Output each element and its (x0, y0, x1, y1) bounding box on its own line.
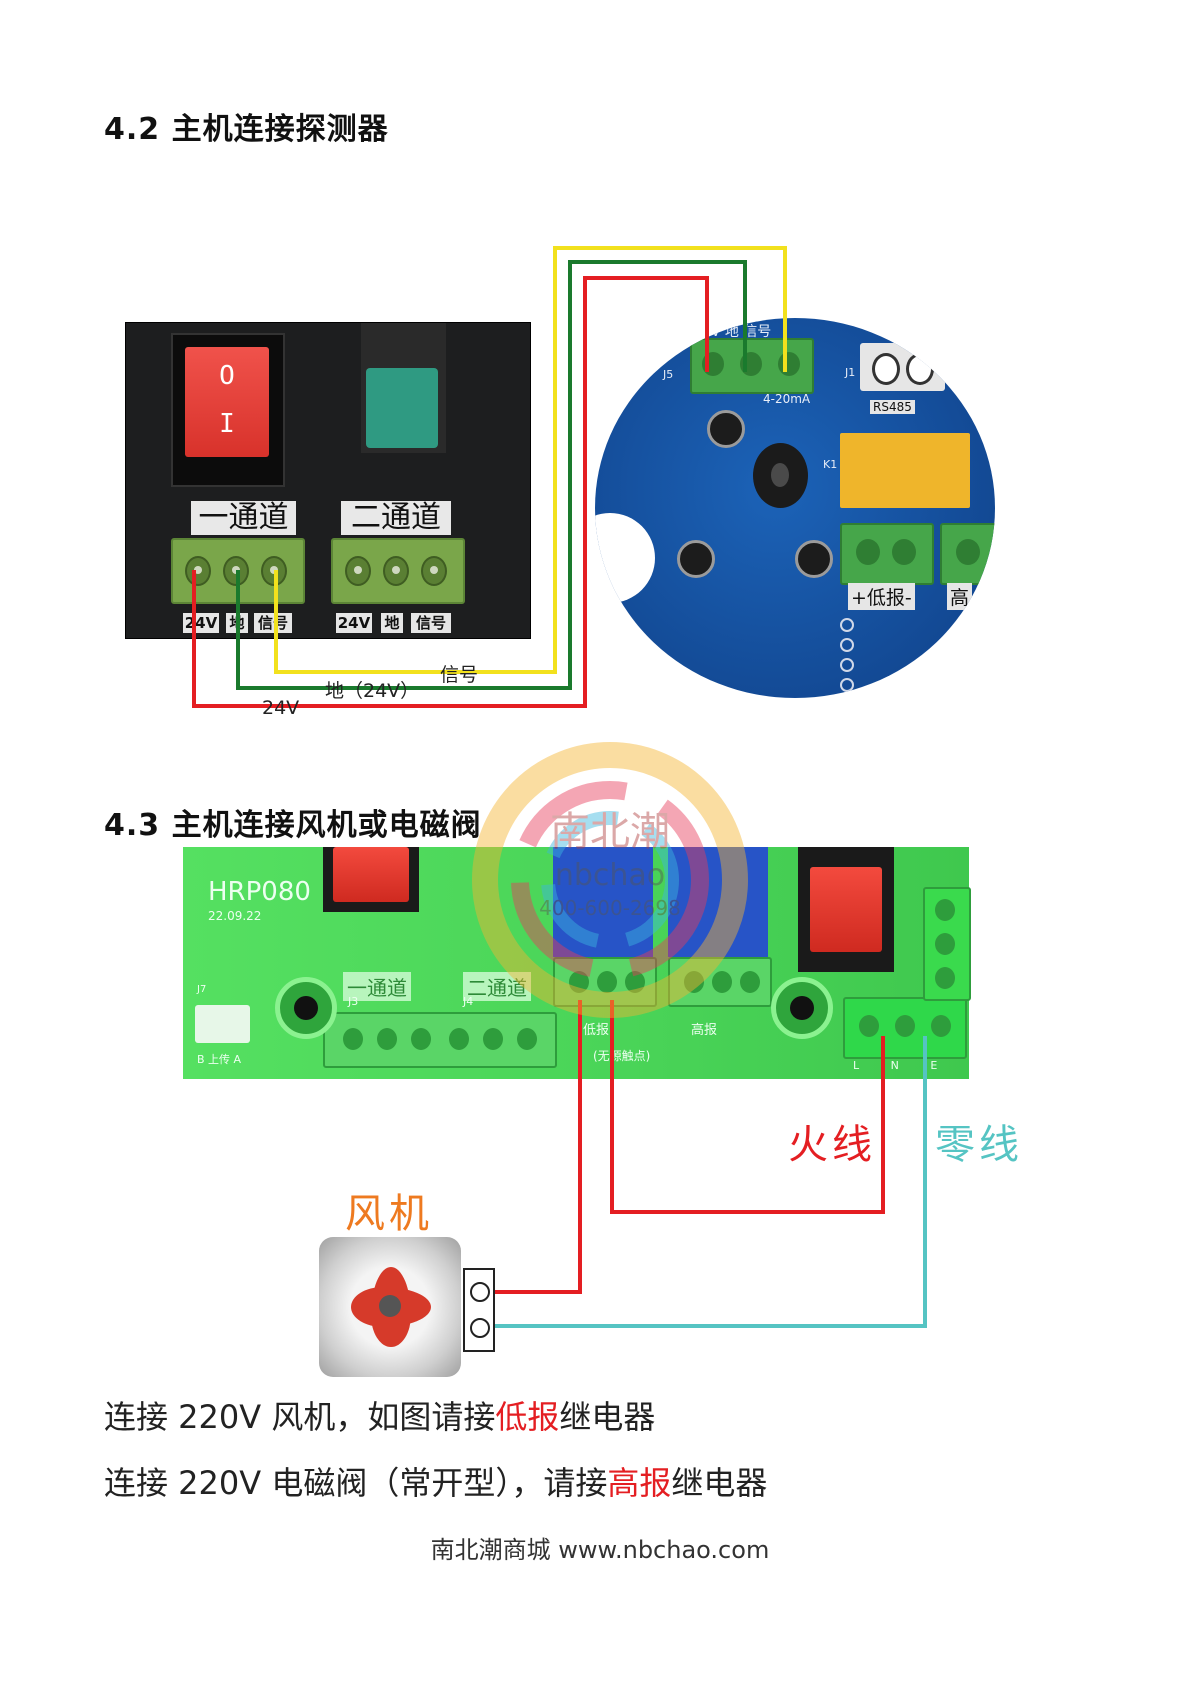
capacitor-2 (677, 540, 715, 578)
lne-label: L N E (853, 1059, 952, 1072)
j1-label: J1 (845, 366, 856, 379)
section-heading-4-2: 4.2 主机连接探测器 (104, 112, 389, 147)
j7-label: J7 (197, 984, 207, 995)
relay-low-label: +低报- (848, 583, 915, 610)
low-alarm-terminal[interactable] (553, 957, 657, 1007)
pin-header (840, 618, 854, 698)
channel-1-terminal[interactable] (171, 538, 305, 604)
page-footer: 南北潮商城 www.nbchao.com (430, 1536, 770, 1564)
mounting-hole-left (275, 977, 337, 1039)
fuse-holder (361, 323, 446, 453)
capacitor-3 (795, 540, 833, 578)
channel-2-terminal[interactable] (331, 538, 465, 604)
section-heading-4-3: 4.3 主机连接风机或电磁阀 (104, 808, 482, 843)
relay-high (668, 847, 768, 957)
low-alarm-silk: 低报 (583, 1023, 610, 1038)
power-wire-label: 24V (262, 697, 300, 719)
fan-image (319, 1237, 461, 1377)
controller-panel: O I 一通道 二通道 24V 地 信号 24V 地 信号 (125, 322, 531, 639)
mounting-hole-right (771, 977, 833, 1039)
power-rocker[interactable]: O I (185, 347, 269, 457)
relay-low-terminal[interactable] (840, 523, 934, 585)
terminal-label-24v: 24V (183, 613, 219, 633)
board-channel-1: 一通道 (343, 972, 411, 1001)
port-a-label: A (897, 318, 911, 342)
instruction-2-highlight: 高报 (607, 1464, 672, 1502)
terminal-label-24v-2: 24V (336, 613, 372, 633)
instruction-1-highlight: 低报 (495, 1398, 560, 1436)
rs485-connector[interactable] (860, 343, 945, 391)
relay (840, 433, 970, 508)
fan-terminal[interactable] (463, 1268, 495, 1352)
switch-on-symbol: I (219, 409, 235, 439)
terminal-label-signal: 信号 (254, 613, 292, 633)
rs485-label: RS485 (870, 400, 915, 414)
live-wire-label: 火线 (788, 1122, 876, 1168)
signal-wire-label: 信号 (440, 664, 479, 686)
board-model: HRP080 (208, 877, 311, 907)
high-alarm-silk: 高报 (691, 1023, 718, 1038)
j4-label: J4 (463, 995, 474, 1008)
upload-port-label: B 上传 A (197, 1053, 242, 1066)
relay-high-terminal[interactable] (940, 523, 995, 585)
instruction-1-suffix: 继电器 (559, 1398, 656, 1436)
channel-2-label: 二通道 (341, 501, 451, 535)
controller-board: HRP080 22.09.22 一通道 二通道 J3 J4 低报 高报 (无源触… (183, 847, 971, 1079)
j5-label: J5 (663, 368, 674, 381)
power-switch[interactable]: O I (171, 333, 285, 487)
instruction-2-prefix: 连接 220V 电磁阀（常开型），请接 (104, 1464, 608, 1502)
neutral-wire-label: 零线 (935, 1122, 1023, 1168)
j3-label: J3 (348, 995, 359, 1008)
gas-sensor (753, 443, 808, 508)
detector-terminal-sub: 4-20mA (763, 392, 811, 406)
relay-high-label: 高 (947, 583, 973, 610)
instruction-1-prefix: 连接 220V 风机，如图请接 (104, 1398, 496, 1436)
dry-contact-silk: (无源触点) (593, 1049, 651, 1063)
mounting-hole (595, 513, 655, 603)
k1-label: K1 (823, 458, 838, 471)
terminal-label-signal-2: 信号 (411, 613, 451, 633)
instruction-2-suffix: 继电器 (671, 1464, 768, 1502)
fan-label: 风机 (345, 1191, 433, 1237)
board-date: 22.09.22 (208, 909, 262, 923)
capacitor (707, 410, 745, 448)
upload-port[interactable] (195, 1005, 250, 1043)
channel-1-label: 一通道 (191, 501, 296, 535)
high-alarm-terminal[interactable] (668, 957, 772, 1007)
neutral-wire (493, 1036, 927, 1328)
power-switch-c[interactable] (798, 847, 894, 972)
detector-terminal[interactable] (690, 338, 814, 394)
power-terminal-lne[interactable] (843, 997, 967, 1059)
instruction-line-2: 连接 220V 电磁阀（常开型），请接高报继电器 (104, 1458, 767, 1504)
power-switch-b[interactable] (323, 847, 419, 912)
terminal-label-ground-2: 地 (381, 613, 403, 633)
switch-off-symbol: O (219, 361, 235, 391)
board-channel-2: 二通道 (463, 972, 531, 1001)
terminal-label-ground: 地 (226, 613, 248, 633)
side-terminal[interactable] (923, 887, 971, 1001)
ground-wire-label: 地（24V） (325, 680, 420, 702)
relay-low (553, 847, 653, 957)
instruction-line-1: 连接 220V 风机，如图请接低报继电器 (104, 1392, 655, 1438)
channel-terminal-block[interactable] (323, 1012, 557, 1068)
detector-board: 24V 地 信号 4-20mA J5 A RS485 J1 K1 +低报- 高 (595, 318, 995, 698)
